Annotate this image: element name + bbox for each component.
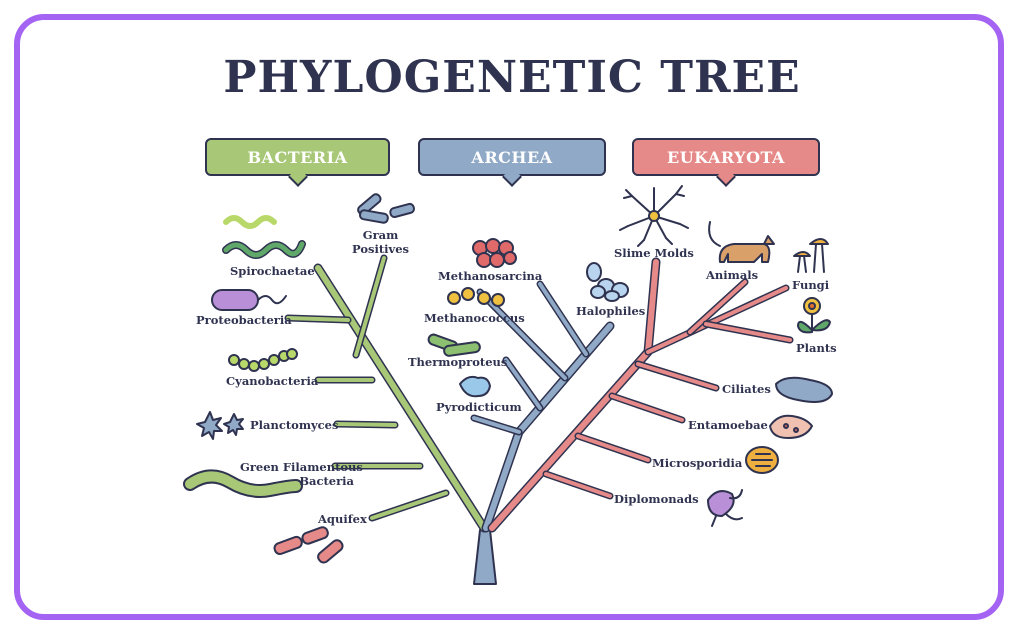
halophile-cells-icon [586,262,629,302]
bacteria-branches [284,254,489,533]
label-animals: Animals [706,268,759,282]
spiral-bacteria-icon [222,215,306,259]
paramecium-icon [775,376,833,403]
flagellate-icon [707,489,743,527]
label-methanosarcina: Methanosarcina [438,269,543,283]
coccus-cluster-icon [472,238,517,268]
label-entamoebae: Entamoebae [688,418,768,432]
bead-chain-icon [228,348,298,372]
label-microsporidia: Microsporidia [652,456,743,470]
cat-icon [708,221,775,263]
label-diplomonads: Diplomonads [614,492,699,506]
tree-trunk [473,529,497,585]
eukaryota-branches [487,257,794,533]
label-pyrodicticum: Pyrodicticum [436,400,522,414]
label-aquifex: Aquifex [318,512,367,526]
label-thermoproteus: Thermoproteus [408,355,508,369]
rod-pair-icon [427,333,481,357]
label-planctomyces: Planctomyces [250,418,339,432]
label-methanococcus: Methanococcus [424,311,525,325]
filament-chain-icon [183,469,303,498]
archea-branches [470,280,615,533]
label-green-filamentous-bacteria: Green Filamentous Bacteria [240,460,363,488]
label-plants: Plants [796,341,837,355]
mushroom-icon [793,238,829,273]
slime-mold-icon [619,185,689,247]
rod-branch-icon [357,193,415,224]
pyrodicticum-icon [459,375,491,398]
domain-header-archea: ARCHEA [418,138,606,176]
page-title: PHYLOGENETIC TREE [223,52,801,103]
spore-icon [745,446,779,474]
label-spirochaetae: Spirochaetae [230,264,315,278]
label-gram-positives: Gram Positives [352,228,410,256]
amoeba-icon [769,414,813,439]
label-cyanobacteria: Cyanobacteria [226,374,319,388]
label-proteobacteria: Proteobacteria [196,313,292,327]
star-cell-icon [196,411,244,440]
domain-header-bacteria: BACTERIA [205,138,390,176]
domain-header-eukaryota: EUKARYOTA [632,138,820,176]
label-slime-molds: Slime Molds [614,246,694,260]
label-ciliates: Ciliates [722,382,771,396]
capsule-rods-icon [273,526,344,564]
label-halophiles: Halophiles [576,304,646,318]
cocci-row-icon [447,287,505,307]
flagellated-rod-icon [211,289,287,311]
label-fungi: Fungi [792,278,830,292]
flower-icon [797,297,831,334]
